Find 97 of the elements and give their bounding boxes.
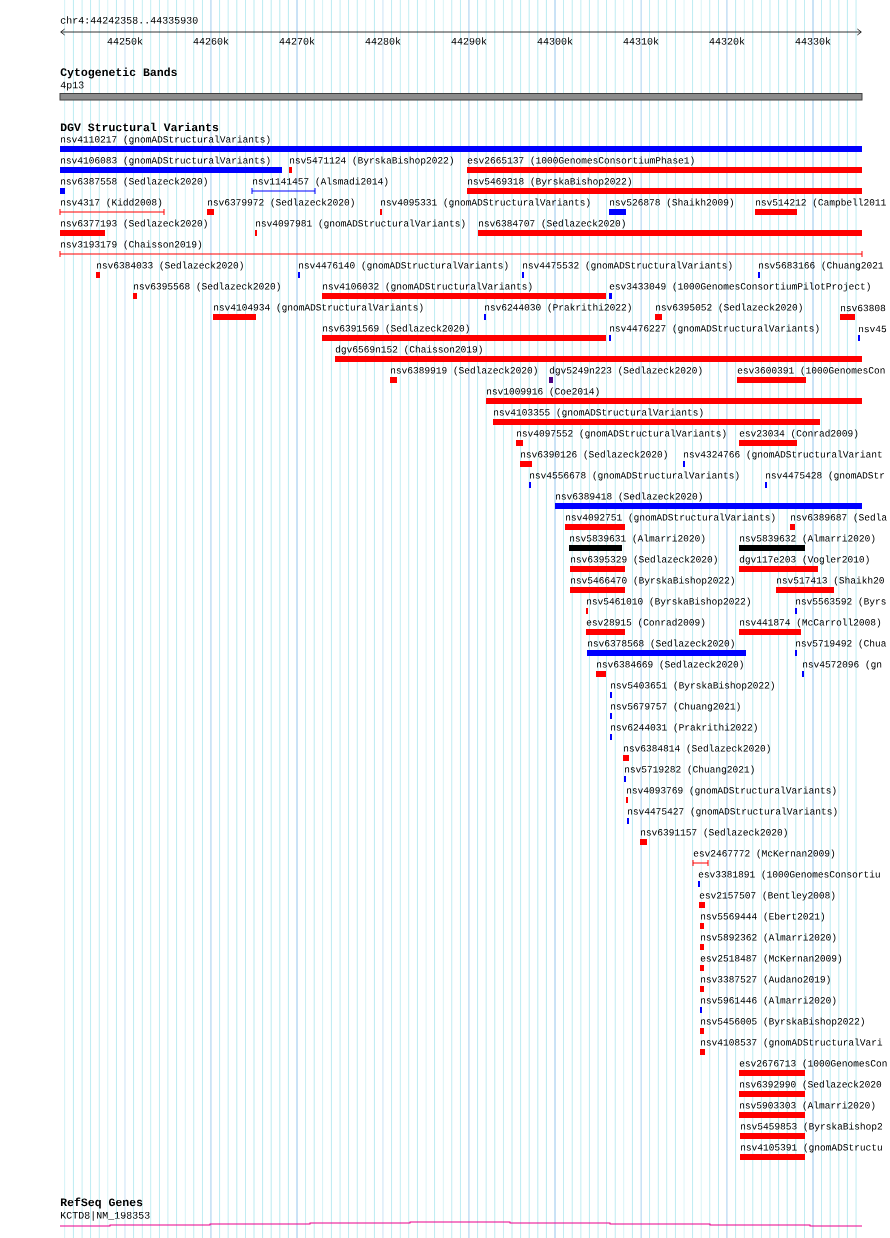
variant-label: esv3600391 (1000GenomesCon	[737, 366, 885, 376]
variant-label: nsv4572096 (gn	[803, 660, 882, 670]
variant-label: nsv5569444 (Ebert2021)	[701, 912, 824, 922]
variant-label: nsv4095331 (gnomADStructuralVariants)	[381, 198, 590, 208]
variant-label: nsv45	[859, 325, 887, 333]
variant-label: nsv6244031 (Prakrithi2022)	[611, 723, 757, 733]
variant-label: esv23034 (Conrad2009)	[739, 429, 858, 439]
variant-label: nsv5471124 (ByrskaBishop2022)	[290, 156, 453, 166]
gene-label: KCTD8|NM_198353	[61, 1211, 150, 1221]
variant-label: nsv4104934 (gnomADStructuralVariants)	[214, 303, 423, 313]
variant-label: nsv5466470 (ByrskaBishop2022)	[571, 576, 734, 586]
variant-label: nsv4475532 (gnomADStructuralVariants)	[523, 261, 732, 271]
variant-label: nsv5679757 (Chuang2021)	[611, 702, 740, 712]
variant-label: nsv4476140 (gnomADStructuralVariants)	[299, 261, 508, 271]
variant-label: nsv5839631 (Almarri2020)	[570, 534, 705, 544]
variant-label: nsv4106032 (gnomADStructuralVariants)	[323, 282, 532, 292]
tick-label: 44280k	[365, 37, 401, 45]
variant-label: nsv3387527 (Audano2019)	[701, 975, 830, 985]
variant-label: nsv4556678 (gnomADStructuralVariants)	[530, 471, 739, 481]
variant-label: nsv5903303 (Almarri2020)	[740, 1101, 875, 1111]
track-title: Cytogenetic Bands	[60, 67, 177, 79]
variant-label: nsv6391157 (Sedlazeck2020)	[641, 828, 787, 838]
variant-label: nsv4106083 (gnomADStructuralVariants)	[61, 156, 270, 166]
variant-label: nsv4105391 (gnomADStructu	[741, 1143, 882, 1153]
variant-label: nsv6384814 (Sedlazeck2020)	[624, 744, 770, 754]
variant-label: nsv5403651 (ByrskaBishop2022)	[611, 681, 774, 691]
variant-label: nsv441874 (McCarroll2008)	[740, 618, 881, 628]
variant-label: nsv5892362 (Almarri2020)	[701, 933, 836, 943]
variant-label: nsv1141457 (Alsmadi2014)	[253, 177, 388, 187]
tick-label: 44290k	[451, 37, 487, 45]
variant-label: nsv5719282 (Chuang2021)	[625, 765, 754, 775]
variant-label: nsv6391569 (Sedlazeck2020)	[323, 324, 469, 334]
track-title: DGV Structural Variants	[60, 122, 219, 132]
variant-label: nsv5459853 (ByrskaBishop2	[741, 1122, 883, 1132]
variant-label: nsv4475428 (gnomADStr	[766, 471, 885, 481]
variant-label: nsv6389919 (Sedlazeck2020)	[391, 366, 537, 376]
variant-label: nsv6395329 (Sedlazeck2020)	[571, 555, 717, 565]
variant-label: esv28915 (Conrad2009)	[586, 618, 705, 628]
variant-label: nsv4324766 (gnomADStructuralVariant	[684, 450, 882, 460]
tick-label: 44330k	[795, 37, 831, 45]
variant-label: nsv6379972 (Sedlazeck2020)	[208, 198, 354, 208]
tick-label: 44250k	[107, 37, 143, 45]
variant-label: nsv6395052 (Sedlazeck2020)	[656, 303, 802, 313]
variant-label: nsv1009916 (Coe2014)	[487, 387, 599, 397]
variant-label: nsv517413 (Shaikh20	[777, 576, 884, 586]
variant-label: esv2676713 (1000GenomesCon	[739, 1059, 887, 1069]
tick-label: 44310k	[623, 37, 659, 45]
variant-label: nsv6384707 (Sedlazeck2020)	[479, 219, 625, 229]
variant-label: nsv4475427 (gnomADStructuralVariants)	[628, 807, 837, 817]
variant-label: esv2518487 (McKernan2009)	[700, 954, 842, 964]
variant-label: nsv4097981 (gnomADStructuralVariants)	[256, 219, 465, 229]
tick-label: 44270k	[279, 37, 315, 45]
variant-label: nsv6389687 (Sedla	[791, 513, 887, 523]
variant-label: nsv3193179 (Chaisson2019)	[61, 240, 202, 250]
variant-label: nsv6387558 (Sedlazeck2020)	[61, 177, 207, 187]
variant-label: esv3433049 (1000GenomesConsortiumPilotProject)	[609, 282, 870, 292]
tick-label: 44320k	[709, 37, 745, 45]
variant-label: dgv5249n223 (Sedlazeck2020)	[549, 366, 702, 376]
variant-label: nsv5469318 (ByrskaBishop2022)	[468, 177, 631, 187]
variant-label: dgv117e203 (Vogler2010)	[739, 555, 869, 565]
variant-label: nsv5563592 (Byrs	[796, 597, 886, 607]
variant-label: nsv5719492 (Chua	[796, 639, 887, 649]
location-label: chr4:44242358..44335930	[60, 16, 198, 24]
band-label: 4p13	[60, 81, 84, 91]
variant-label: nsv5839632 (Almarri2020)	[740, 534, 875, 544]
tick-label: 44300k	[537, 37, 573, 45]
variant-label: nsv4108537 (gnomADStructuralVari	[701, 1038, 883, 1048]
variant-label: nsv5461010 (ByrskaBishop2022)	[587, 597, 750, 607]
variant-label: nsv6244030 (Prakrithi2022)	[485, 303, 631, 313]
variant-label: nsv63808	[841, 304, 886, 312]
variant-label: nsv6389418 (Sedlazeck2020)	[556, 492, 702, 502]
variant-label: esv2157507 (Bentley2008)	[699, 891, 835, 901]
variant-label: nsv5683166 (Chuang2021	[759, 261, 884, 271]
variant-label: nsv6377193 (Sedlazeck2020)	[61, 219, 207, 229]
variant-label: nsv4093769 (gnomADStructuralVariants)	[627, 786, 836, 796]
variant-label: nsv5961446 (Almarri2020)	[701, 996, 836, 1006]
variant-label: esv2665137 (1000GenomesConsortiumPhase1)	[467, 156, 694, 166]
variant-label: nsv6390126 (Sedlazeck2020)	[521, 450, 667, 460]
variant-label: nsv4110217 (gnomADStructuralVariants)	[61, 135, 270, 145]
tick-label: 44260k	[193, 37, 229, 45]
variant-label: dgv6569n152 (Chaisson2019)	[335, 345, 482, 355]
variant-label: esv3381891 (1000GenomesConsortiu	[698, 870, 880, 880]
variant-label: nsv4103355 (gnomADStructuralVariants)	[494, 408, 703, 418]
variant-label: nsv4092751 (gnomADStructuralVariants)	[566, 513, 775, 523]
variant-label: nsv4317 (Kidd2008)	[61, 198, 162, 208]
variant-label: nsv6395568 (Sedlazeck2020)	[134, 282, 280, 292]
variant-label: nsv526878 (Shaikh2009)	[610, 198, 733, 208]
variant-label: nsv514212 (Campbell2011	[756, 198, 886, 208]
variant-label: nsv4097552 (gnomADStructuralVariants)	[517, 429, 726, 439]
variant-label: nsv6384669 (Sedlazeck2020)	[597, 660, 743, 670]
variant-label: nsv5456005 (ByrskaBishop2022)	[701, 1017, 864, 1027]
variant-label: nsv6378568 (Sedlazeck2020)	[588, 639, 734, 649]
variant-label: nsv4476227 (gnomADStructuralVariants)	[610, 324, 819, 334]
variant-label: nsv6392990 (Sedlazeck2020	[740, 1080, 882, 1090]
variant-label: esv2467772 (McKernan2009)	[693, 849, 835, 859]
track-title: RefSeq Genes	[60, 1197, 143, 1209]
variant-label: nsv6384033 (Sedlazeck2020)	[97, 261, 243, 271]
